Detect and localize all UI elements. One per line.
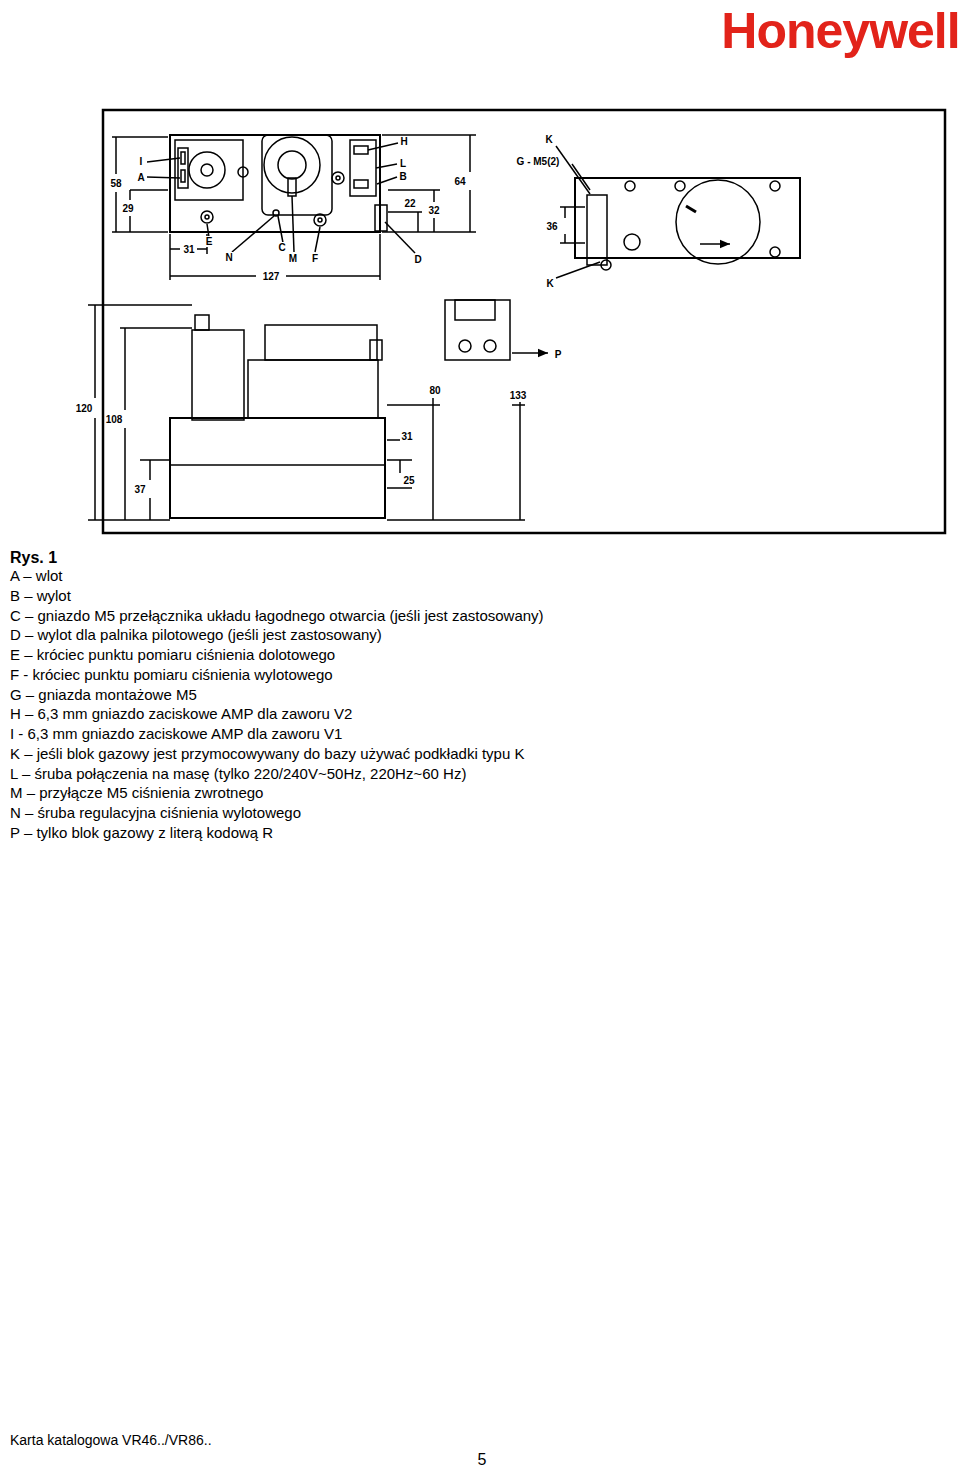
front-view xyxy=(88,300,548,520)
callout-label: 127 xyxy=(262,271,281,282)
callout-label: 108 xyxy=(105,414,124,425)
callout-label: 25 xyxy=(402,475,415,486)
page-number: 5 xyxy=(478,1451,487,1468)
side-view xyxy=(556,146,800,278)
callout-label: 80 xyxy=(428,385,441,396)
callout-label: P xyxy=(554,349,563,360)
callout-label: 37 xyxy=(133,484,146,495)
key-entry: P – tylko blok gazowy z literą kodową R xyxy=(10,825,273,842)
callout-label: 120 xyxy=(75,403,94,414)
callout-label: 36 xyxy=(545,221,558,232)
key-entry: N – śruba regulacyjna ciśnienia wylotowe… xyxy=(10,805,301,822)
footer-text: Karta katalogowa VR46../VR86.. xyxy=(10,1433,212,1448)
callout-label: 31 xyxy=(182,244,195,255)
key-entry: M – przyłącze M5 ciśnienia zwrotnego xyxy=(10,785,263,802)
callout-label: D xyxy=(413,254,422,265)
key-entry: K – jeśli blok gazowy jest przymocowywan… xyxy=(10,746,524,763)
callout-label: G - M5(2) xyxy=(516,156,561,167)
callout-label: F xyxy=(311,253,319,264)
callout-label: 133 xyxy=(509,390,528,401)
key-entry: E – króciec punktu pomiaru ciśnienia dol… xyxy=(10,647,335,664)
callout-label: E xyxy=(205,236,214,247)
top-view xyxy=(112,135,476,280)
callout-label: 29 xyxy=(121,203,134,214)
callout-label: I xyxy=(139,156,144,167)
key-entry: B – wylot xyxy=(10,588,71,605)
key-entry: C – gniazdo M5 przełącznika układu łagod… xyxy=(10,608,544,625)
key-entry: I - 6,3 mm gniazdo zaciskowe AMP dla zaw… xyxy=(10,726,342,743)
callout-label: 22 xyxy=(403,198,416,209)
callout-label: B xyxy=(398,171,407,182)
callout-label: K xyxy=(544,134,553,145)
key-entry: L – śruba połączenia na masę (tylko 220/… xyxy=(10,766,466,783)
key-entry: A – wlot xyxy=(10,568,63,585)
callout-label: A xyxy=(136,172,145,183)
key-entry: H – 6,3 mm gniazdo zaciskowe AMP dla zaw… xyxy=(10,706,352,723)
callout-label: M xyxy=(288,253,298,264)
callout-label: 32 xyxy=(427,205,440,216)
callout-label: 31 xyxy=(400,431,413,442)
key-entry: D – wylot dla palnika pilotowego (jeśli … xyxy=(10,627,382,644)
callout-label: 64 xyxy=(453,176,466,187)
brand-logo: Honeywell xyxy=(721,4,959,59)
callout-label: C xyxy=(277,242,286,253)
key-entry: G – gniazda montażowe M5 xyxy=(10,687,197,704)
callout-label: L xyxy=(399,158,407,169)
frame xyxy=(103,110,945,533)
figure-caption: Rys. 1 xyxy=(10,549,57,567)
callout-label: H xyxy=(399,136,408,147)
callout-label: K xyxy=(545,278,554,289)
callout-label: N xyxy=(224,252,233,263)
key-entry: F - króciec punktu pomiaru ciśnienia wyl… xyxy=(10,667,333,684)
callout-label: 58 xyxy=(109,178,122,189)
